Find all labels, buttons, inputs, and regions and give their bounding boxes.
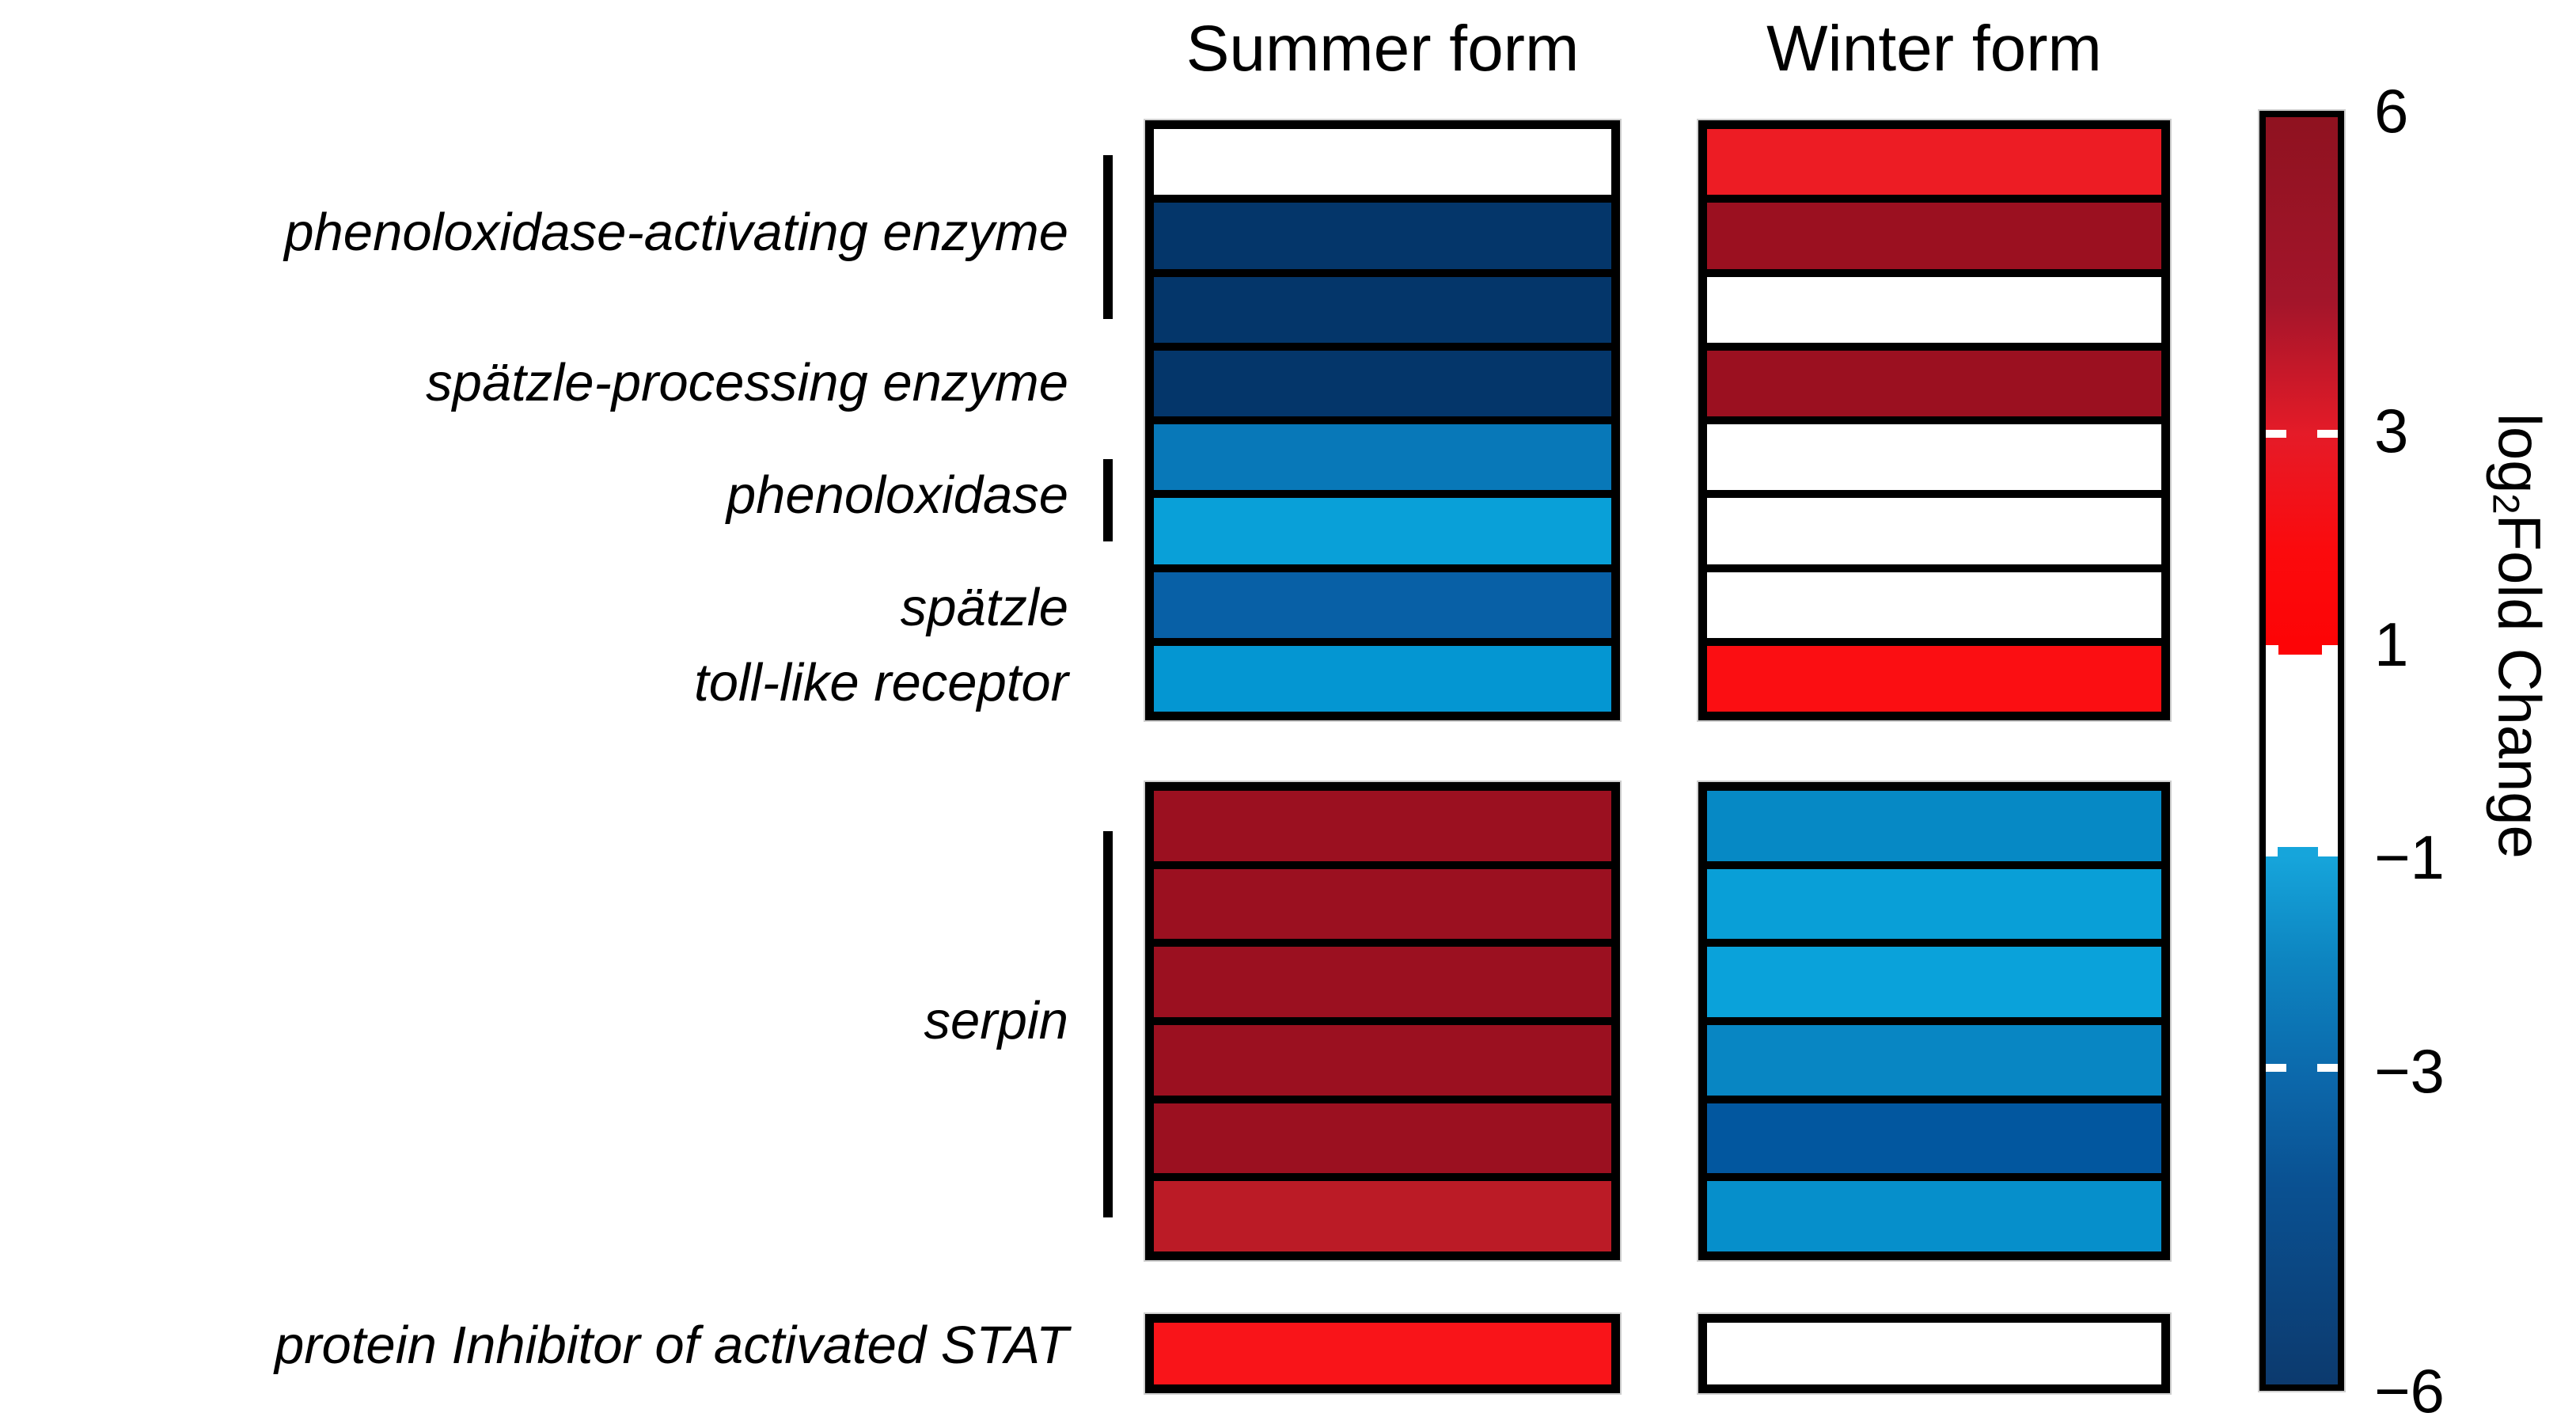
heatmap-cell (1703, 1177, 2165, 1256)
heatmap-cell (1150, 864, 1615, 944)
heatmap-cell (1150, 272, 1615, 347)
colorbar-tick-notch-plus1 (2278, 645, 2322, 655)
colorbar-white-band (2266, 645, 2338, 856)
heatmap-cell (1703, 199, 2165, 273)
heatmap-cell (1703, 1099, 2165, 1178)
heatmap-cell (1150, 641, 1615, 716)
heatmap-cell (1150, 420, 1615, 495)
colorbar-tick-mark-minus3-right (2317, 1063, 2338, 1072)
gene-label-spatzle: spätzle (900, 578, 1068, 637)
heatmap-cell (1150, 1319, 1615, 1388)
colorbar-tick-label: −3 (2374, 1035, 2445, 1106)
heatmap-cell (1150, 568, 1615, 642)
heatmap-cell (1703, 864, 2165, 944)
colorbar-tick-mark-plus3-left (2266, 430, 2286, 439)
gene-label-phenoloxidase: phenoloxidase (726, 465, 1068, 525)
gene-label-toll-like-receptor: toll-like receptor (694, 653, 1068, 712)
heatmap-cell (1703, 1319, 2165, 1388)
heatmap-block-serpin-summer (1144, 780, 1622, 1262)
gene-label-protein-inhibitor-of-activated-stat: protein Inhibitor of activated STAT (274, 1316, 1068, 1375)
colorbar-red-gradient (2266, 117, 2338, 646)
gene-label-serpin: serpin (924, 991, 1068, 1050)
group-bracket-phenoloxidase (1103, 459, 1113, 541)
colorbar-tick-label: 3 (2374, 396, 2409, 466)
gene-label-phenoloxidase-activating-enzyme: phenoloxidase-activating enzyme (284, 203, 1068, 262)
colorbar-axis-title: log2Fold Change (2475, 355, 2563, 917)
heatmap-cell (1703, 420, 2165, 495)
colorbar-blue-gradient (2266, 856, 2338, 1384)
column-header-winter: Winter form (1766, 13, 2102, 85)
heatmap-cell (1703, 641, 2165, 716)
heatmap-cell (1150, 1177, 1615, 1256)
heatmap-cell (1150, 1099, 1615, 1178)
heatmap-block-toll-pathway-summer (1144, 119, 1622, 722)
heatmap-block-toll-pathway-winter (1697, 119, 2172, 722)
gene-label-spatzle-processing-enzyme: spätzle-processing enzyme (426, 353, 1068, 412)
heatmap-cell (1150, 494, 1615, 568)
group-bracket-serpin (1103, 831, 1113, 1217)
heatmap-block-serpin-winter (1697, 780, 2172, 1262)
heatmap-cell (1703, 272, 2165, 347)
colorbar-tick-label: 1 (2374, 609, 2409, 679)
group-bracket-phenoloxidase-activating-enzyme (1103, 155, 1113, 319)
colorbar (2258, 109, 2346, 1392)
heatmap-cell (1150, 125, 1615, 199)
heatmap-cell (1703, 125, 2165, 199)
colorbar-tick-label: −6 (2374, 1356, 2445, 1426)
heatmap-cell (1703, 568, 2165, 642)
colorbar-tick-mark-minus3-left (2266, 1063, 2286, 1072)
colorbar-axis-title-text: log2Fold Change (2485, 412, 2553, 859)
heatmap-cell (1703, 787, 2165, 865)
colorbar-tick-notch-minus1 (2277, 846, 2318, 856)
heatmap-cell (1150, 787, 1615, 865)
heatmap-cell (1150, 1021, 1615, 1099)
heatmap-cell (1150, 199, 1615, 273)
colorbar-tick-mark-plus3-right (2317, 430, 2338, 439)
heatmap-cell (1703, 494, 2165, 568)
heatmap-block-pias-winter (1697, 1312, 2172, 1395)
heatmap-cell (1703, 346, 2165, 420)
heatmap-cell (1703, 943, 2165, 1022)
column-header-summer: Summer form (1186, 13, 1580, 85)
heatmap-cell (1703, 1021, 2165, 1099)
heatmap-block-pias-summer (1144, 1312, 1622, 1395)
colorbar-tick-label: 6 (2374, 76, 2409, 146)
heatmap-cell (1150, 346, 1615, 420)
colorbar-tick-label: −1 (2374, 822, 2445, 893)
heatmap-cell (1150, 943, 1615, 1022)
